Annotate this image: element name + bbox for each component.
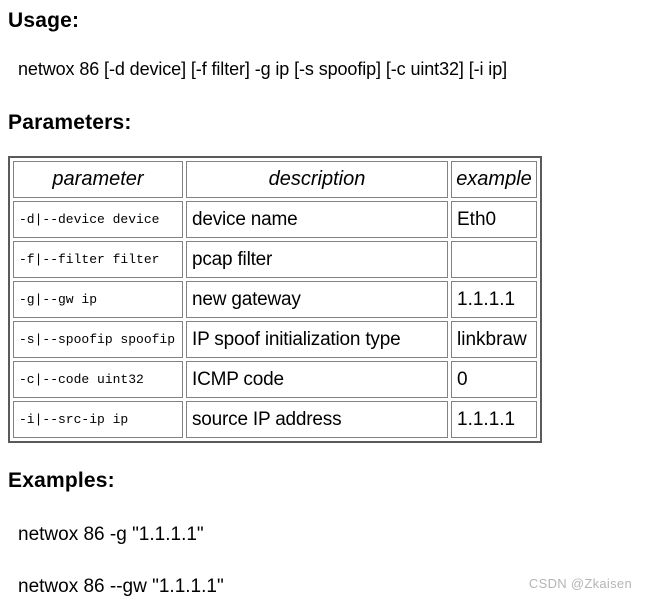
example-command-1: netwox 86 -g "1.1.1.1" xyxy=(18,524,204,545)
desc-cell: pcap filter xyxy=(186,241,448,278)
param-cell: -g|--gw ip xyxy=(13,281,183,318)
param-cell: -f|--filter filter xyxy=(13,241,183,278)
header-example: example xyxy=(451,161,537,198)
example-cell: linkbraw xyxy=(451,321,537,358)
header-description: description xyxy=(186,161,448,198)
parameters-heading: Parameters: xyxy=(8,111,132,134)
example-cell: 0 xyxy=(451,361,537,398)
example-cell: 1.1.1.1 xyxy=(451,281,537,318)
header-parameter: parameter xyxy=(13,161,183,198)
example-command-2: netwox 86 --gw "1.1.1.1" xyxy=(18,576,224,597)
example-cell: 1.1.1.1 xyxy=(451,401,537,438)
param-cell: -d|--device device xyxy=(13,201,183,238)
parameters-table: parameter description example -d|--devic… xyxy=(8,156,542,443)
csdn-watermark: CSDN @Zkaisen xyxy=(528,576,632,591)
examples-heading: Examples: xyxy=(8,469,115,492)
example-cell: Eth0 xyxy=(451,201,537,238)
desc-cell: IP spoof initialization type xyxy=(186,321,448,358)
usage-command-text: netwox 86 [-d device] [-f filter] -g ip … xyxy=(18,59,508,79)
parameters-table-head: parameter description example xyxy=(13,161,537,198)
desc-cell: new gateway xyxy=(186,281,448,318)
param-cell: -c|--code uint32 xyxy=(13,361,183,398)
desc-cell: device name xyxy=(186,201,448,238)
desc-cell: source IP address xyxy=(186,401,448,438)
desc-cell: ICMP code xyxy=(186,361,448,398)
table-header-row: parameter description example xyxy=(13,161,537,198)
usage-heading: Usage: xyxy=(8,9,80,32)
example-cell xyxy=(451,241,537,278)
param-cell: -s|--spoofip spoofip xyxy=(13,321,183,358)
param-cell: -i|--src-ip ip xyxy=(13,401,183,438)
